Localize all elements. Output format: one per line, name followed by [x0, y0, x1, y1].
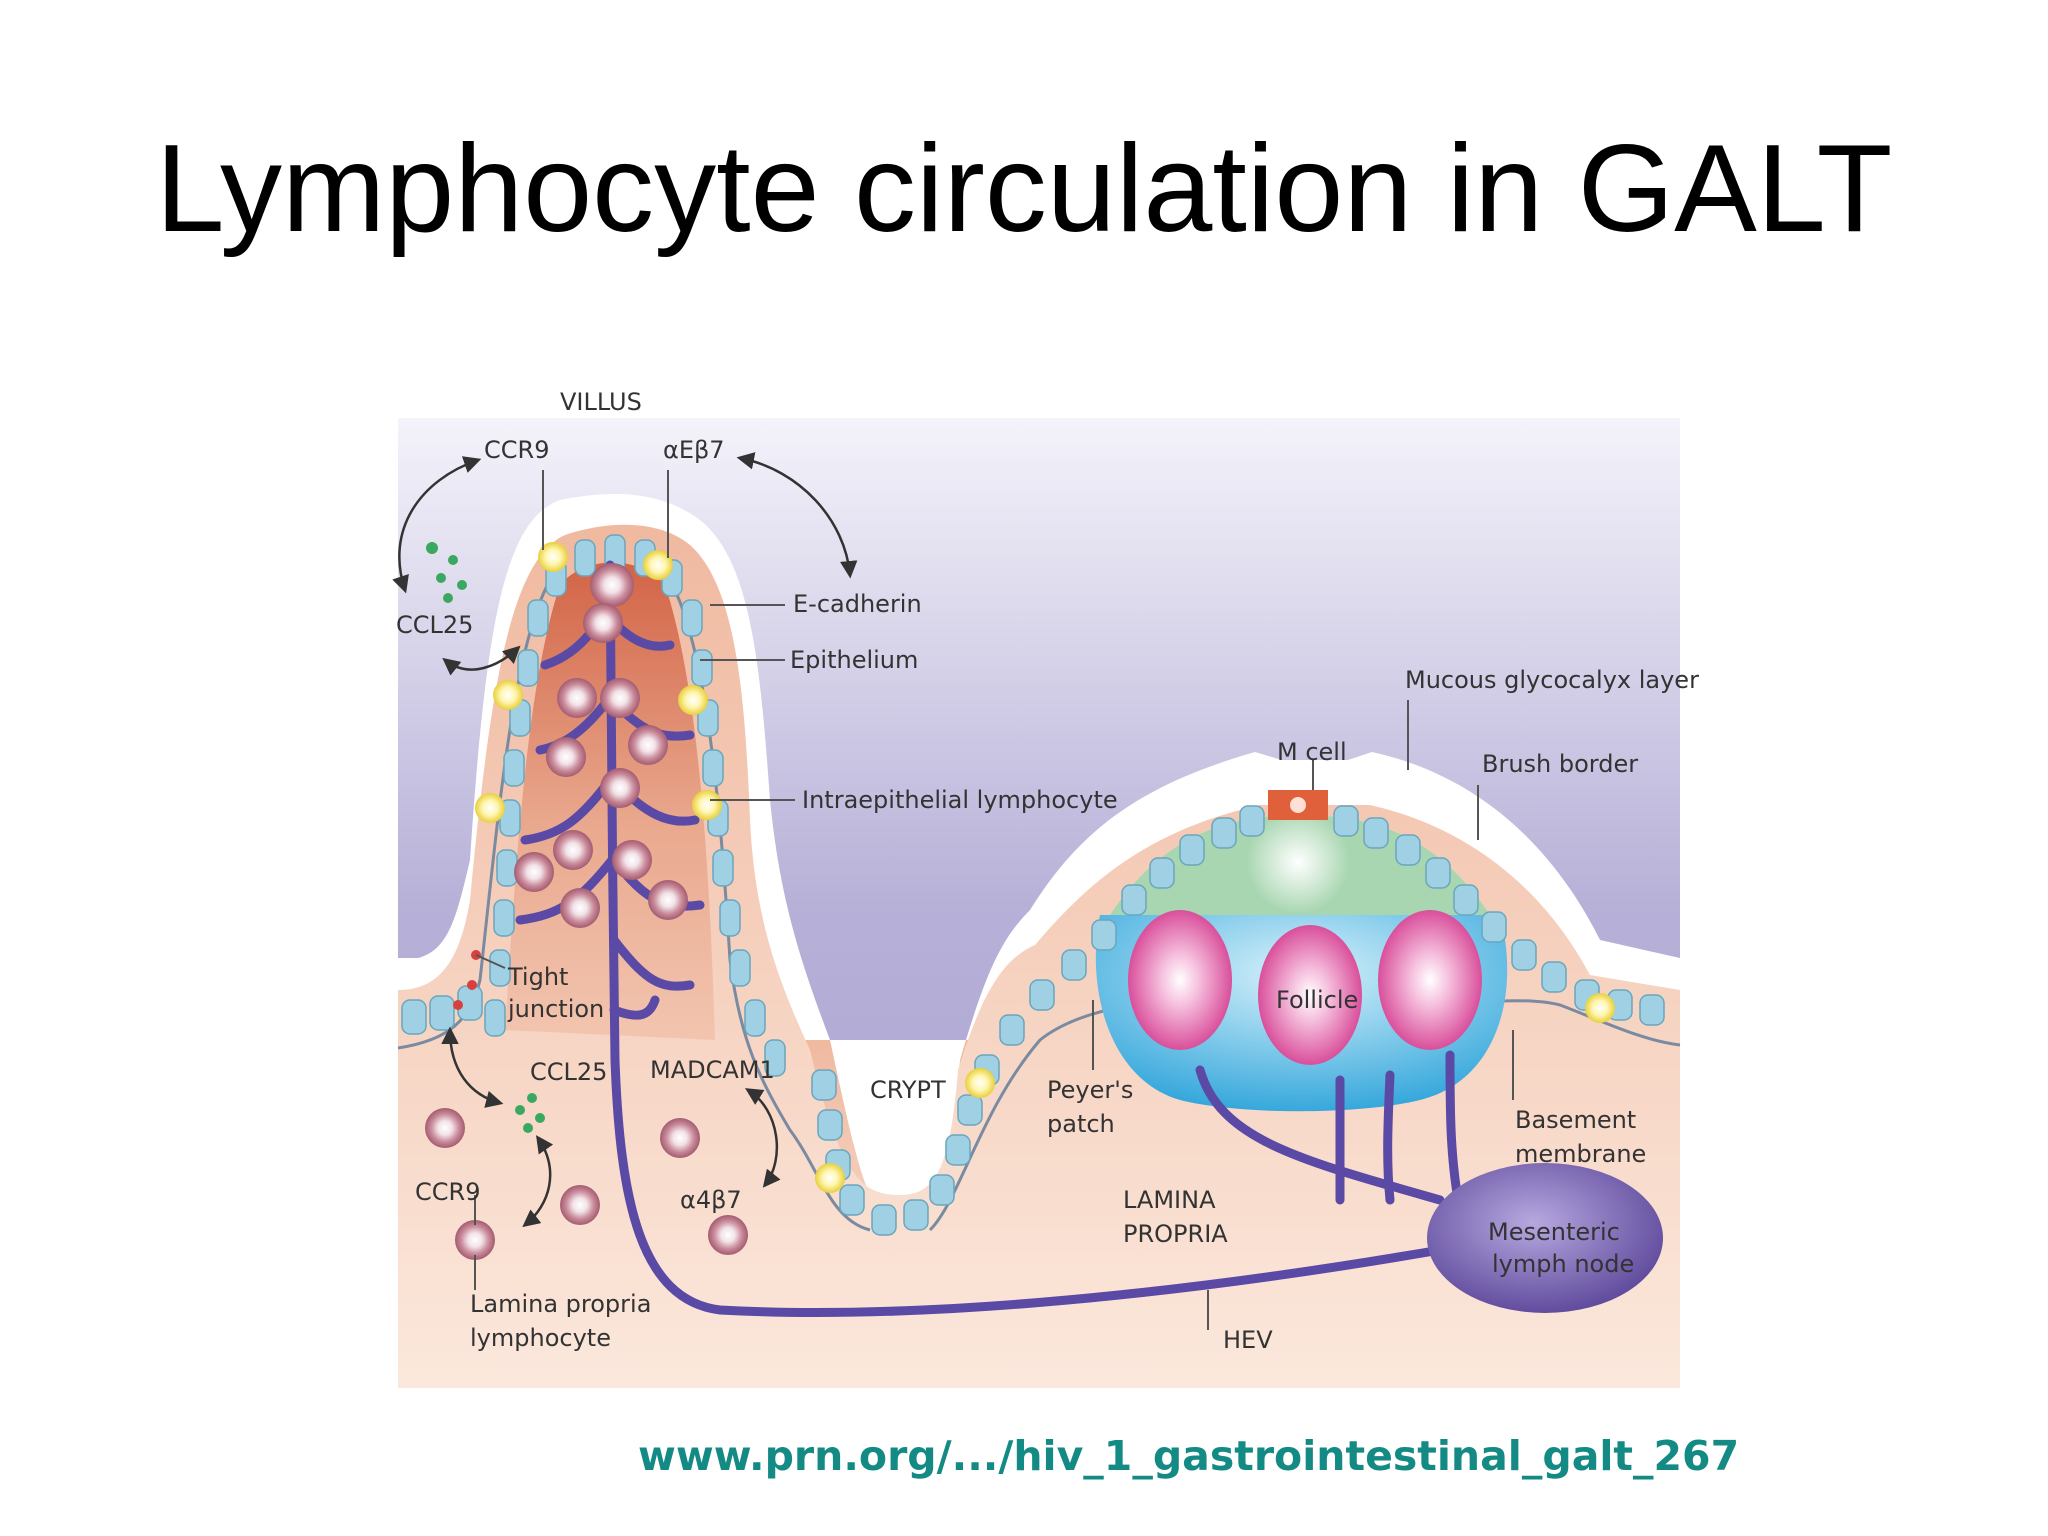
m-cell-glow [1246, 810, 1350, 914]
source-link[interactable]: www.prn.org/.../hiv_1_gastrointestinal_g… [638, 1432, 1740, 1480]
lamina-propria-lymphocytes [425, 563, 748, 1260]
ccl25-chemokines-bottom [515, 1093, 545, 1133]
label-e-cadherin: E-cadherin [793, 590, 922, 618]
label-lymphocyte: lymphocyte [470, 1324, 611, 1352]
label-ccr9-top: CCR9 [484, 436, 549, 464]
label-hev: HEV [1223, 1326, 1273, 1354]
label-m-cell: M cell [1277, 738, 1347, 766]
label-patch: patch [1047, 1110, 1115, 1138]
label-mucous-glycocalyx: Mucous glycocalyx layer [1405, 666, 1699, 694]
label-brush-border: Brush border [1482, 750, 1638, 778]
follicle-germinal-center [1378, 910, 1482, 1050]
label-membrane: membrane [1515, 1140, 1646, 1168]
label-a4b7: α4β7 [680, 1186, 742, 1214]
label-villus: VILLUS [560, 388, 642, 416]
label-lamina: LAMINA [1123, 1186, 1216, 1214]
intraepithelial-lymphocytes [475, 542, 1615, 1193]
label-junction: junction [507, 995, 604, 1023]
label-crypt: CRYPT [870, 1076, 946, 1104]
label-mesenteric: Mesenteric [1488, 1218, 1620, 1246]
label-aeb7: αEβ7 [663, 436, 725, 464]
interaction-arrows [392, 452, 858, 1228]
label-basement: Basement [1515, 1106, 1636, 1134]
slide-title: Lymphocyte circulation in GALT [155, 120, 1893, 258]
label-lymph-node: lymph node [1492, 1250, 1634, 1278]
villus-epithelium [484, 534, 786, 1077]
follicle-germinal-center [1128, 910, 1232, 1050]
crypt-epithelium [811, 919, 1117, 1236]
label-ccl25-bottom: CCL25 [530, 1058, 607, 1086]
label-madcam1: MADCAM1 [650, 1056, 775, 1084]
label-follicle: Follicle [1276, 986, 1358, 1014]
label-ccl25-top: CCL25 [396, 611, 473, 639]
label-propria: PROPRIA [1123, 1220, 1228, 1248]
label-intraepithelial-lymphocyte: Intraepithelial lymphocyte [802, 786, 1118, 814]
label-ccr9-bottom: CCR9 [415, 1178, 480, 1206]
follicle-germinal-center [1258, 925, 1362, 1065]
label-peyers: Peyer's [1047, 1076, 1133, 1104]
leader-lines [474, 470, 1514, 1330]
flat-epithelium [401, 985, 483, 1035]
label-lamina-propria-lymphocyte: Lamina propria [470, 1290, 651, 1318]
label-epithelium: Epithelium [790, 646, 918, 674]
m-cell-lymphocyte [1290, 797, 1306, 813]
mesenteric-lymph-node [1427, 1163, 1663, 1313]
label-tight: Tight [507, 963, 568, 991]
dome-epithelium [1121, 805, 1665, 1026]
